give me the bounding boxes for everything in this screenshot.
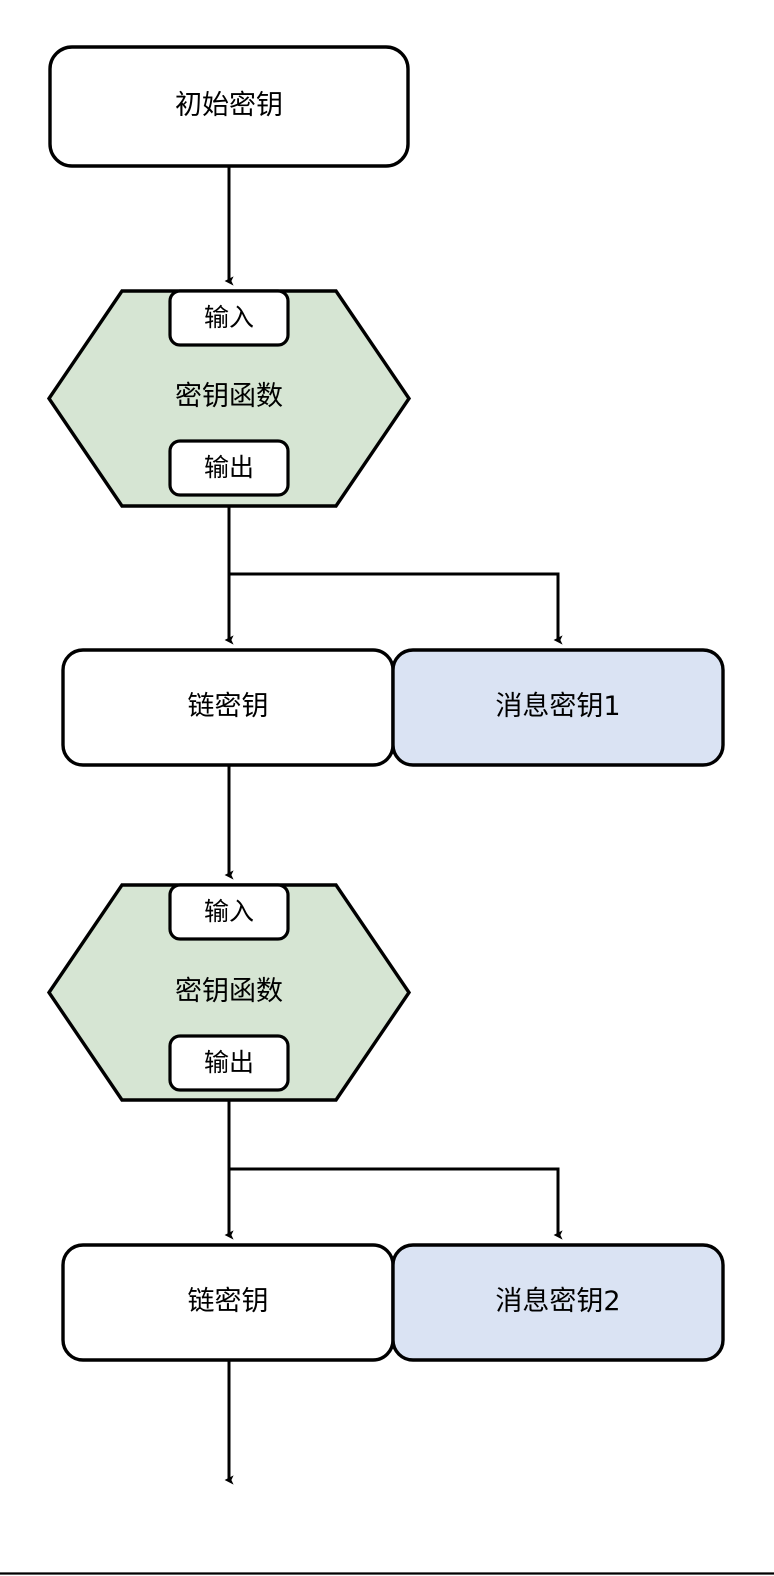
node-message-key-1[interactable] <box>391 648 725 767</box>
node-key-function-2[interactable] <box>46 883 412 1102</box>
node-chain-key-1[interactable] <box>61 648 395 767</box>
node-chain-key-2[interactable] <box>61 1243 395 1362</box>
node-key-function-2-input[interactable] <box>168 883 290 941</box>
node-key-function-2-output[interactable] <box>168 1034 290 1092</box>
node-key-function-1-output[interactable] <box>168 439 290 497</box>
node-key-function-1[interactable] <box>46 289 412 508</box>
node-key-function-1-input[interactable] <box>168 289 290 347</box>
node-message-key-2[interactable] <box>391 1243 725 1362</box>
node-initial-key[interactable] <box>48 45 410 168</box>
edge-key-function-2-to-message-key-2 <box>229 1167 563 1240</box>
edge-key-function-1-to-message-key-1 <box>229 572 563 645</box>
